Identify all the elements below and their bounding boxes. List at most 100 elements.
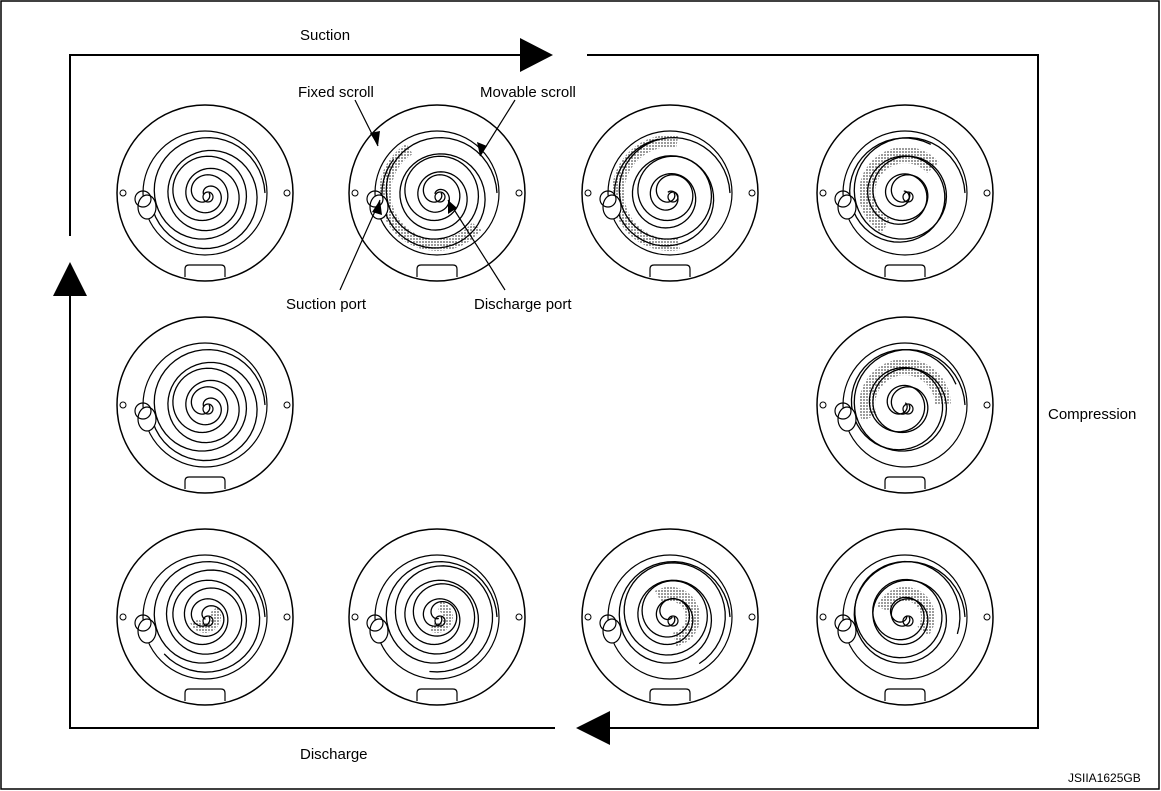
fixed-scroll-spiral [153,348,266,452]
bottom-slot [884,688,926,701]
scroll-stage-suction-3 [581,104,759,282]
return-arrow [53,262,87,296]
discharge-port-leader [447,199,506,291]
discharge-port [902,191,914,203]
mount-hole [515,189,523,197]
suction-port [137,618,157,644]
bottom-slot [884,264,926,277]
mount-hole [983,401,991,409]
fixed-scroll-spiral [153,560,266,664]
fixed-scroll-arrowhead [370,131,380,146]
scroll-stage-suction-2 [348,104,526,282]
compression-pocket [611,135,681,252]
compression-pocket [876,587,935,636]
fixed-scroll-spiral [153,136,266,240]
fixed-scroll-ring [842,554,968,680]
scroll-stage-compression-3 [816,528,994,706]
fixed-scroll-ring [142,554,268,680]
figure-code: JSIIA1625GB [1068,771,1141,785]
fixed-scroll-ring [374,130,500,256]
suction-port-inner [134,614,152,632]
compression-pocket [858,146,940,233]
movable-scroll-spiral [149,149,258,250]
fixed-scroll-ring [607,130,733,256]
mount-hole [119,613,127,621]
mount-hole [748,613,756,621]
mount-hole [983,189,991,197]
suction-port-inner [599,614,617,632]
movable-scroll-spiral [623,562,726,665]
movable-scroll-spiral [849,137,946,243]
compression-pocket [190,606,222,633]
discharge-port [434,615,446,627]
movable-scroll [163,569,261,673]
suction-port-inner [366,190,384,208]
suction-port-inner [834,190,852,208]
scroll-stage-suction-1 [116,104,294,282]
movable-scroll-spiral [394,565,494,673]
movable-scroll [613,138,715,247]
movable-scroll [854,560,961,659]
mount-hole [584,189,592,197]
suction-port-inner [599,190,617,208]
discharge-port [667,191,679,203]
suction-port-leader [339,199,381,291]
movable-scroll-spiral [149,361,258,462]
loop-bottom-left-line [69,296,555,729]
fixed-scroll-ring [142,342,268,468]
mount-hole [351,189,359,197]
suction-port-inner [134,190,152,208]
loop-top-left-line [69,54,520,236]
mount-hole [283,189,291,197]
scroll-stage-compression-2 [816,316,994,494]
compression-pocket [655,586,701,647]
mount-hole [819,401,827,409]
discharge-port [202,615,214,627]
movable-scroll-spiral [613,138,715,247]
suction-port-inner [366,614,384,632]
mount-hole [819,613,827,621]
bottom-slot [416,688,458,701]
discharge-port [902,615,914,627]
discharge-port [202,191,214,203]
bottom-slot [649,688,691,701]
mount-hole [748,189,756,197]
discharge-port-label: Discharge port [474,296,572,313]
suction-port [602,618,622,644]
bottom-slot [184,688,226,701]
fixed-scroll-ring [842,130,968,256]
discharge-port-arrowhead [448,200,457,214]
suction-port [837,194,857,220]
suction-label: Suction [300,27,350,44]
movable-scroll-spiral [854,560,961,659]
suction-port-arrowhead [372,200,382,215]
callout-arrowheads [370,131,487,215]
scroll-stage-compression-1 [816,104,994,282]
discharge-label: Discharge [300,746,368,763]
fixed-scroll-spiral [853,348,966,452]
movable-scroll [623,562,726,665]
suction-port-inner [834,402,852,420]
discharge-port [667,615,679,627]
mount-hole [351,613,359,621]
suction-arrow [520,38,553,72]
suction-port-label: Suction port [286,296,367,313]
movable-scroll-label: Movable scroll [480,84,576,101]
mount-hole [819,189,827,197]
bottom-slot [184,476,226,489]
compression-pocket [429,601,453,633]
mount-hole [584,613,592,621]
scroll-stage-discharge-3 [116,528,294,706]
fixed-scroll-ring [374,554,500,680]
fixed-scroll-ring [142,130,268,256]
discharge-arrow [576,711,610,745]
mount-hole [515,613,523,621]
cycle-loop [69,54,1039,729]
bottom-slot [884,476,926,489]
discharge-port [434,191,446,203]
fixed-scroll-spiral [853,136,966,240]
fixed-scroll-ring [607,554,733,680]
suction-port [602,194,622,220]
